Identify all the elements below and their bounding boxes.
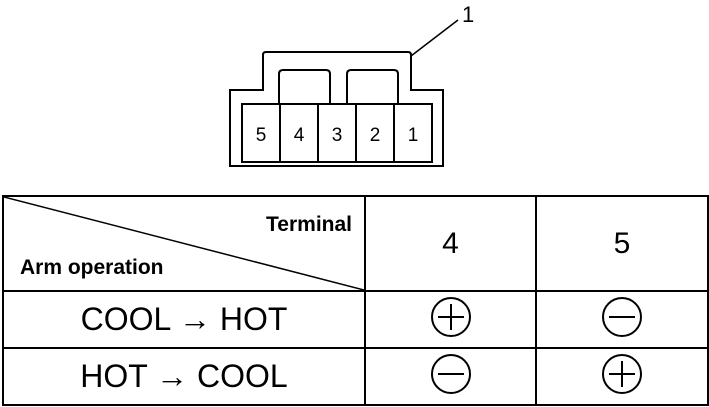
terminal-5-header: 5 <box>535 195 709 292</box>
terminal-header: Terminal <box>266 213 352 236</box>
operation-label: COOL → HOT <box>80 301 288 337</box>
plus-icon <box>429 295 473 344</box>
polarity-cell <box>535 290 709 349</box>
pin-label: 2 <box>370 125 381 146</box>
corner-header-cell: Terminal Arm operation <box>2 195 366 292</box>
operation-cell: COOL → HOT <box>2 290 366 349</box>
arm-operation-header: Arm operation <box>20 256 164 279</box>
terminal-check-table: Terminal Arm operation 4 5 COOL → HOT HO… <box>2 195 709 406</box>
table-header-row: Terminal Arm operation 4 5 <box>2 195 709 292</box>
operation-label: HOT → COOL <box>80 358 288 394</box>
bridge-pins-4-5 <box>278 69 331 104</box>
plus-icon <box>600 352 644 401</box>
polarity-cell <box>535 347 709 406</box>
pin-label: 5 <box>256 125 267 146</box>
terminal-number: 4 <box>442 226 459 260</box>
bridge-pins-1-2 <box>346 69 399 104</box>
polarity-cell <box>364 290 537 349</box>
pin-label: 4 <box>294 125 305 146</box>
minus-icon <box>429 352 473 401</box>
table-row: HOT → COOL <box>2 347 709 406</box>
pin-label: 1 <box>408 125 419 146</box>
diagonal-divider <box>4 197 364 290</box>
terminal-4-header: 4 <box>364 195 537 292</box>
pin-label: 3 <box>332 125 343 146</box>
pin-cavity-frame <box>241 103 433 163</box>
minus-icon <box>600 295 644 344</box>
table-row: COOL → HOT <box>2 290 709 349</box>
polarity-cell <box>364 347 537 406</box>
connector-housing <box>229 51 444 167</box>
operation-cell: HOT → COOL <box>2 347 366 406</box>
callout-leader <box>410 19 459 57</box>
callout-label: 1 <box>462 2 474 27</box>
terminal-number: 5 <box>613 226 631 260</box>
